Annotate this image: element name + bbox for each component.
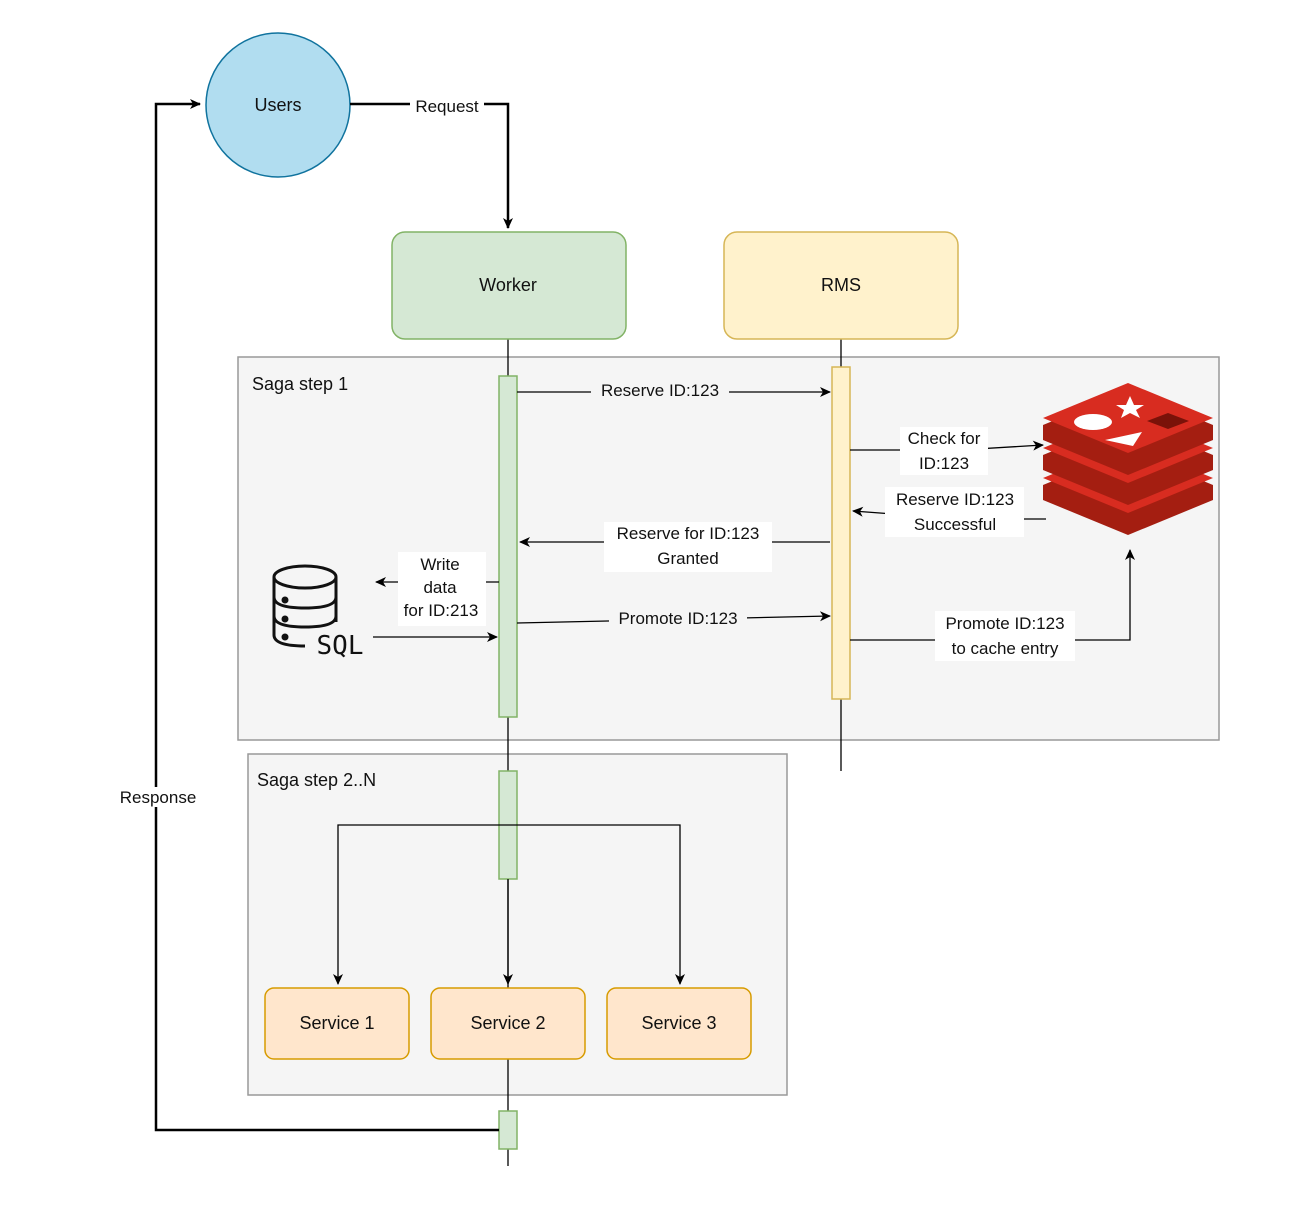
promote-cache-line2: to cache entry — [952, 639, 1059, 658]
service-3[interactable]: Service 3 — [606, 987, 752, 1060]
granted-line2: Granted — [657, 549, 718, 568]
write-line2: data — [423, 578, 457, 597]
write-line3: for ID:213 — [404, 601, 479, 620]
granted-line1: Reserve for ID:123 — [617, 524, 760, 543]
service-3-label: Service 3 — [641, 1013, 716, 1033]
response-label: Response — [120, 788, 197, 807]
sql-icon-label: SQL — [317, 631, 364, 661]
users-actor[interactable]: Users — [205, 32, 351, 178]
worker-actor[interactable]: Worker — [391, 231, 627, 340]
rms-label: RMS — [821, 275, 861, 295]
redis-icon — [1043, 383, 1213, 535]
saga-step-2-label: Saga step 2..N — [257, 770, 376, 790]
service-2-label: Service 2 — [470, 1013, 545, 1033]
rms-activation — [831, 366, 851, 700]
request-arrow — [350, 102, 513, 229]
check-label-line2: ID:123 — [919, 454, 969, 473]
promote-label: Promote ID:123 — [618, 609, 737, 628]
worker-activation-3 — [498, 1110, 518, 1150]
promote-cache-line1: Promote ID:123 — [945, 614, 1064, 633]
reserve-success-line2: Successful — [914, 515, 996, 534]
users-label: Users — [254, 95, 301, 115]
service-2[interactable]: Service 2 — [430, 987, 586, 1060]
response-arrow — [154, 99, 499, 1132]
worker-activation-1 — [498, 375, 518, 718]
request-label: Request — [415, 97, 479, 116]
saga-step-1-label: Saga step 1 — [252, 374, 348, 394]
write-line1: Write — [420, 555, 459, 574]
worker-label: Worker — [479, 275, 537, 295]
reserve-success-line1: Reserve ID:123 — [896, 490, 1014, 509]
service-1[interactable]: Service 1 — [264, 987, 410, 1060]
rms-actor[interactable]: RMS — [723, 231, 959, 340]
sql-database-icon: SQL — [272, 564, 364, 661]
service-1-label: Service 1 — [299, 1013, 374, 1033]
service-3-arrow — [508, 824, 685, 985]
reserve-label: Reserve ID:123 — [601, 381, 719, 400]
check-label-line1: Check for — [908, 429, 981, 448]
service-1-arrow — [333, 824, 508, 985]
